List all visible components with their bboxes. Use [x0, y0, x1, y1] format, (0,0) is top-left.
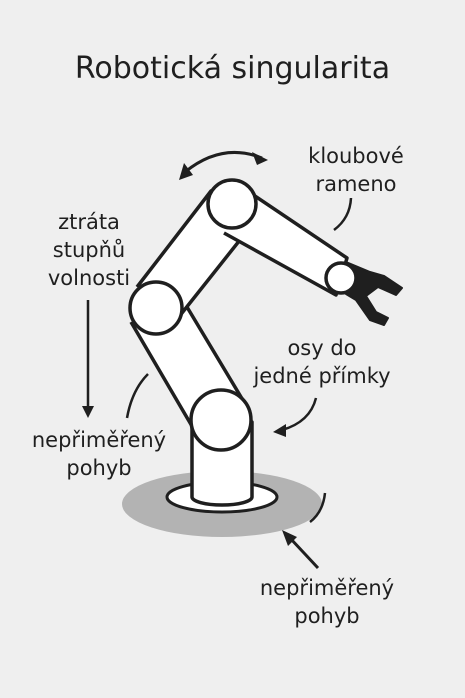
- dof-loss-label-line1: ztráta: [58, 210, 120, 234]
- bottom-motion-arrow-icon: [282, 530, 320, 570]
- axes-alignment-label-line2: jedné přímky: [253, 364, 391, 388]
- motion-left-label: nepřiměřený pohyb: [24, 426, 174, 482]
- joint-arm-label-line1: kloubové: [308, 144, 404, 168]
- joint-arm-label-line2: rameno: [315, 172, 397, 196]
- base-joint: [189, 388, 253, 452]
- joint-arm-label: kloubové rameno: [296, 142, 416, 198]
- motion-left-label-line1: nepřiměřený: [31, 428, 167, 452]
- shadow-curve-pointer: [309, 492, 327, 523]
- gripper-icon: [345, 261, 403, 326]
- wrist-joint: [324, 261, 358, 295]
- motion-bottom-label: nepřiměřený pohyb: [252, 574, 402, 630]
- motion-left-label-line2: pohyb: [66, 456, 132, 480]
- shoulder-joint: [206, 178, 258, 230]
- axes-arrow-icon: [273, 397, 318, 437]
- elbow-joint: [128, 280, 184, 336]
- rotation-arrow-icon: [179, 151, 268, 180]
- dof-loss-label-line3: volnosti: [47, 266, 131, 290]
- left-motion-pointer: [125, 373, 149, 419]
- dof-loss-arrow-icon: [82, 300, 94, 418]
- dof-loss-label: ztráta stupňů volnosti: [30, 208, 148, 292]
- joint-arm-pointer: [333, 197, 353, 231]
- dof-loss-label-line2: stupňů: [52, 238, 126, 262]
- axes-alignment-label: osy do jedné přímky: [232, 334, 412, 390]
- motion-bottom-label-line2: pohyb: [294, 604, 360, 628]
- axes-alignment-label-line1: osy do: [287, 336, 357, 360]
- motion-bottom-label-line1: nepřiměřený: [259, 576, 395, 600]
- diagram-title: Robotická singularita: [74, 51, 391, 86]
